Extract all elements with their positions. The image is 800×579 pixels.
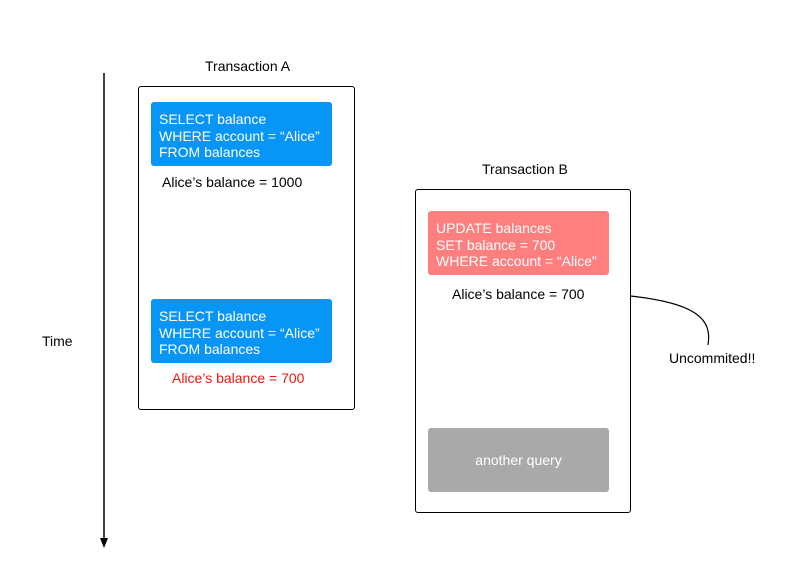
time-label: Time: [42, 333, 73, 349]
transaction-b-update-query: UPDATE balances SET balance = 700 WHERE …: [428, 211, 609, 275]
query-line: FROM balances: [159, 341, 261, 357]
query-line: WHERE account = “Alice”: [159, 127, 320, 144]
uncommitted-annotation: Uncommited!!: [669, 350, 756, 366]
transaction-b-other-query: another query: [428, 428, 609, 492]
query-line: SET balance = 700: [436, 236, 556, 253]
query-line: WHERE account = “Alice”: [436, 253, 597, 269]
query-line: UPDATE balances: [436, 220, 552, 236]
transaction-a-result-1: Alice’s balance = 1000: [162, 174, 303, 190]
transaction-a-title: Transaction A: [205, 58, 291, 74]
query-line: FROM balances: [159, 144, 261, 160]
query-line: SELECT balance: [159, 308, 267, 324]
transaction-a-result-2-dirty-read: Alice’s balance = 700: [172, 370, 305, 386]
transaction-b-title: Transaction B: [482, 161, 568, 177]
transaction-a-select-query-1: SELECT balance WHERE account = “Alice” F…: [151, 102, 332, 166]
query-line: WHERE account = “Alice”: [159, 324, 320, 341]
query-line: SELECT balance: [159, 111, 267, 127]
transaction-a-select-query-2: SELECT balance WHERE account = “Alice” F…: [151, 299, 332, 363]
transaction-b-result: Alice’s balance = 700: [452, 286, 585, 302]
time-arrow-head: [100, 538, 108, 548]
uncommitted-arrow: [606, 293, 710, 346]
